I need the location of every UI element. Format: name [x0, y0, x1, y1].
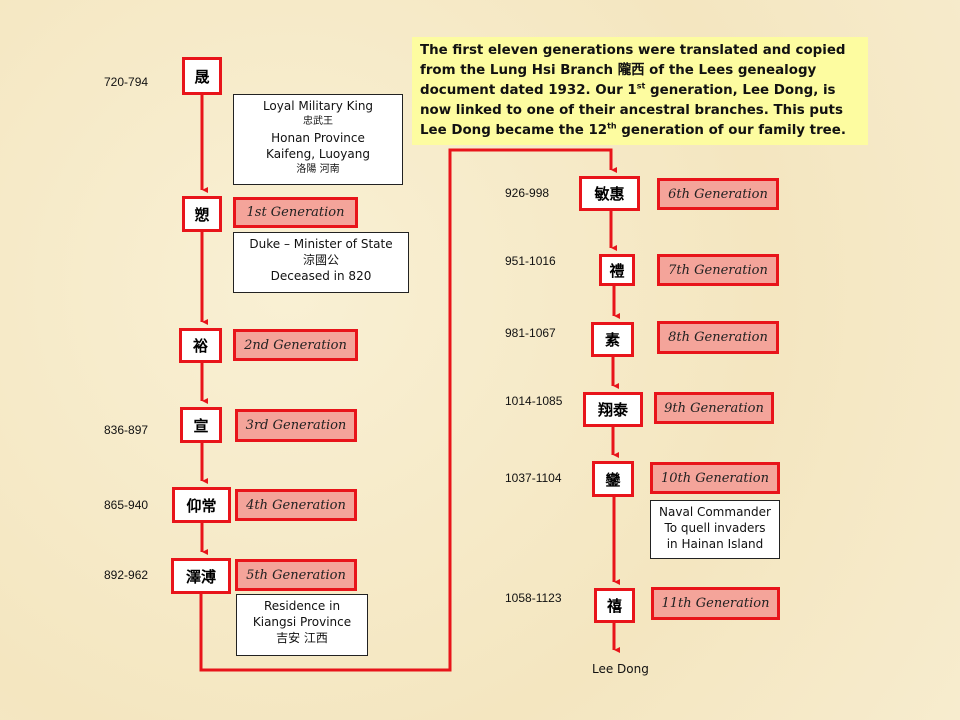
note-line: The first eleven generations were transl… — [420, 43, 846, 58]
ancestor-node: 敏惠 — [579, 176, 640, 211]
info-line: 涼國公 — [302, 253, 339, 267]
info-line: Loyal Military King — [262, 99, 374, 113]
ancestor-node: 澤溥 — [171, 558, 231, 594]
generation-label: 10th Generation — [650, 462, 780, 494]
lee-dong-label: Lee Dong — [592, 662, 649, 676]
info-line: Duke – Minister of State — [249, 237, 393, 251]
ancestor-node: 晟 — [182, 57, 222, 95]
note-sup: st — [636, 81, 646, 91]
date-label: 926-998 — [505, 186, 550, 200]
note-line: document dated 1932. Our 1st generation,… — [420, 81, 860, 101]
ancestor-node: 禮 — [599, 254, 635, 286]
info-box-duke: Duke – Minister of State 涼國公 Deceased in 8… — [233, 232, 409, 293]
generation-label: 2nd Generation — [233, 329, 358, 361]
generation-label: 11th Generation — [651, 587, 780, 620]
note-line: Lee Dong became the 12th generation of o… — [420, 121, 860, 141]
intro-note: The first eleven generations were transl… — [412, 37, 868, 145]
info-line: Deceased in 820 — [270, 269, 372, 283]
ancestor-node: 鑾 — [592, 461, 634, 497]
note-text: document dated 1932. Our 1 — [420, 83, 637, 98]
info-line: To quell invaders — [664, 521, 766, 535]
date-label: 981-1067 — [505, 326, 556, 340]
note-text: generation of our family tree. — [616, 123, 846, 138]
note-sup: th — [607, 121, 617, 131]
ancestor-node: 仰常 — [172, 487, 231, 523]
date-label: 720-794 — [104, 75, 149, 89]
info-line: in Hainan Island — [666, 537, 764, 551]
info-line: Residence in — [263, 599, 341, 613]
info-box-naval: Naval Commander To quell invaders in Haina… — [650, 500, 780, 559]
ancestor-node: 禧 — [594, 588, 635, 623]
ancestor-node: 宣 — [180, 407, 222, 443]
date-label: 1058-1123 — [505, 591, 562, 605]
date-label: 1014-1085 — [505, 394, 563, 408]
ancestor-node: 裕 — [179, 328, 222, 363]
date-label: 865-940 — [104, 498, 149, 512]
generation-label: 5th Generation — [235, 559, 357, 591]
date-label: 1037-1104 — [505, 471, 562, 485]
info-line: 洛陽 河南 — [296, 164, 340, 175]
ancestor-node: 愬 — [182, 196, 222, 232]
generation-label: 1st Generation — [233, 197, 358, 228]
note-line: from the Lung Hsi Branch 隴西 of the Lees … — [420, 63, 817, 78]
note-text: generation, Lee Dong, is — [645, 83, 836, 98]
info-line: Kaifeng, Luoyang — [266, 147, 370, 161]
generation-label: 7th Generation — [657, 254, 779, 286]
ancestor-node: 素 — [591, 322, 634, 357]
generation-label: 8th Generation — [657, 321, 779, 354]
generation-label: 6th Generation — [657, 178, 779, 210]
info-line: 吉安 江西 — [276, 631, 328, 645]
date-label: 951-1016 — [505, 254, 556, 268]
generation-label: 4th Generation — [235, 489, 357, 521]
info-box-residence: Residence in Kiangsi Province 吉安 江西 — [236, 594, 368, 656]
date-label: 836-897 — [104, 423, 149, 437]
note-line: now linked to one of their ancestral bra… — [420, 103, 843, 118]
info-line: Naval Commander — [659, 505, 771, 519]
ancestor-node: 翔泰 — [583, 392, 643, 427]
note-text: Lee Dong became the 12 — [420, 123, 608, 138]
info-line: Honan Province — [271, 131, 365, 145]
generation-label: 9th Generation — [654, 392, 774, 424]
date-label: 892-962 — [104, 568, 149, 582]
info-line: 忠武王 — [303, 116, 333, 127]
generation-label: 3rd Generation — [235, 409, 357, 442]
info-line: Kiangsi Province — [252, 615, 352, 629]
